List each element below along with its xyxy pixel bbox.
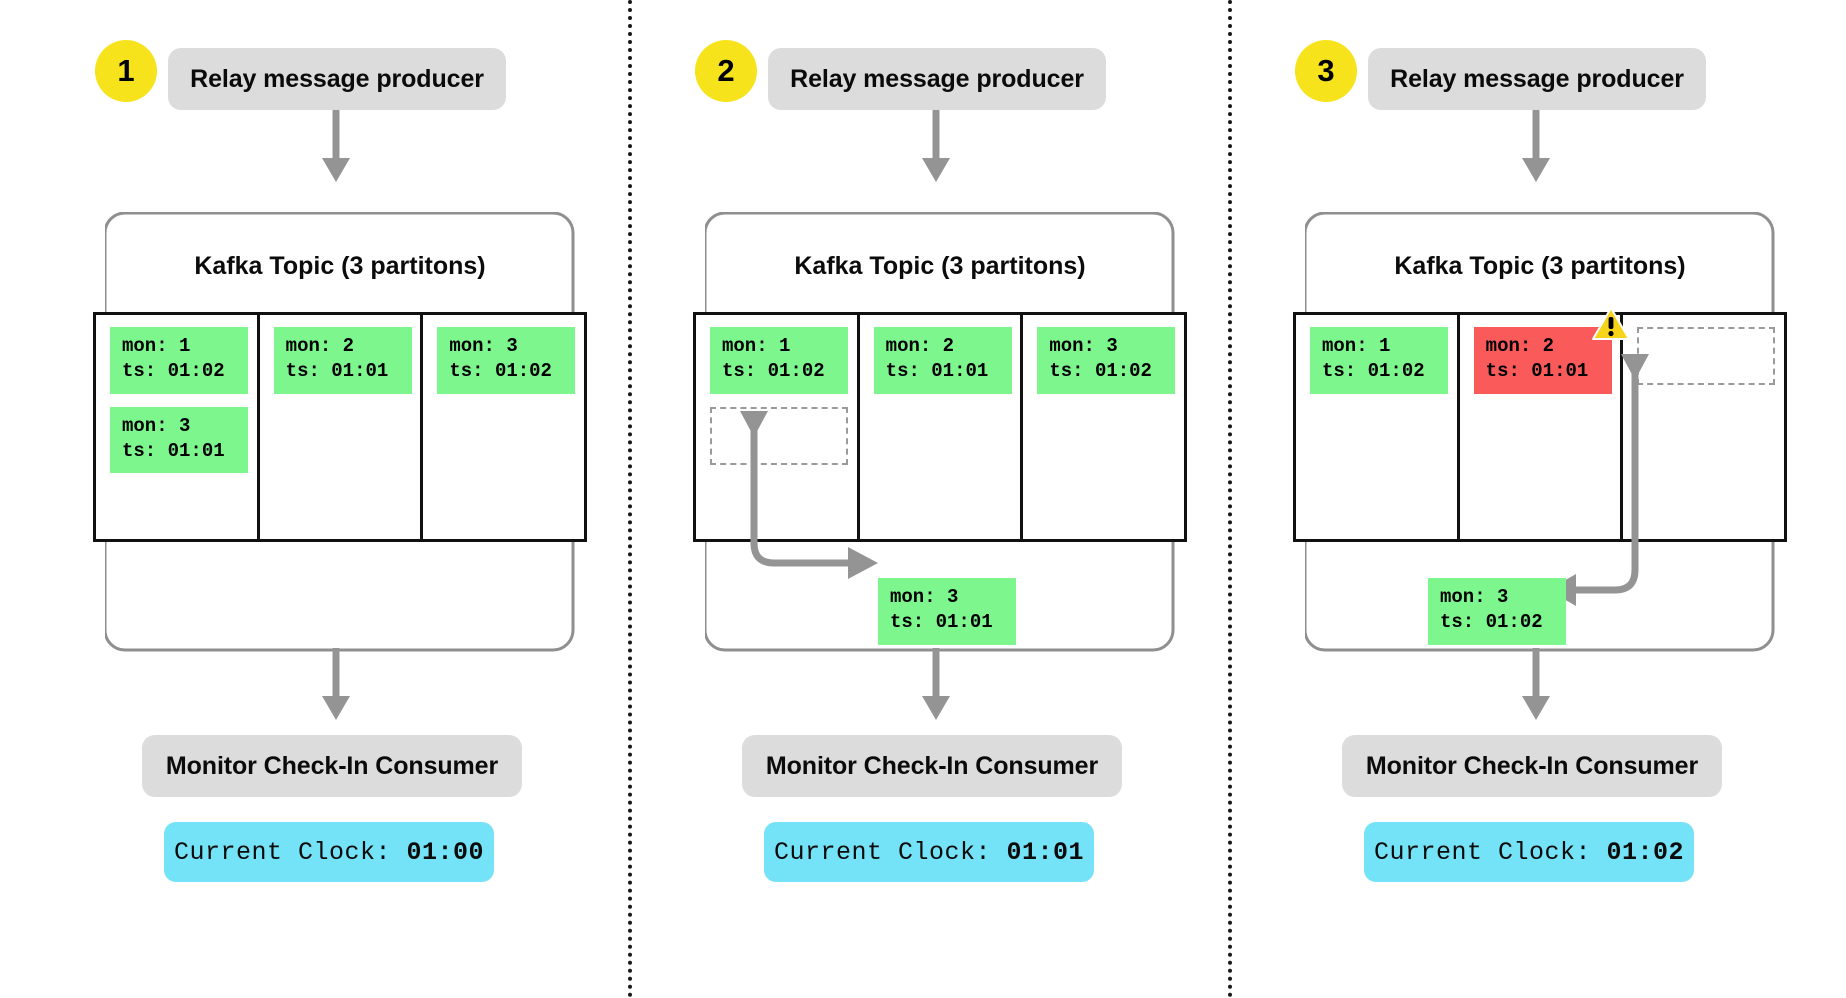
partition-column-0: mon: 1 ts: 01:02 <box>1296 315 1460 539</box>
partition-column-2: mon: 3 ts: 01:02 <box>423 315 584 539</box>
message-monitor-id: mon: 3 <box>122 414 191 437</box>
message-monitor-id: mon: 1 <box>122 335 191 357</box>
current-clock-1: Current Clock: 01:00 <box>164 822 494 882</box>
message-monitor-id: mon: 1 <box>722 335 791 357</box>
emitted-message-mon-3: mon: 3 <box>1440 586 1509 608</box>
arrow-kafka-to-consumer-1 <box>322 648 350 720</box>
message-monitor-id: mon: 2 <box>885 335 955 357</box>
message-timestamp: ts: 01:01 <box>1485 360 1589 383</box>
partition-column-2 <box>1623 315 1784 539</box>
message-placeholder <box>1637 327 1776 385</box>
step-badge-3: 3 <box>1295 40 1357 102</box>
message-timestamp: ts: 01:02 <box>722 360 825 383</box>
emitted-message-mon-2: mon: 3 <box>890 586 959 608</box>
partition-table-2: mon: 1 ts: 01:02 mon: 2 ts: 01:01 mon: 3 ts: … <box>693 312 1187 542</box>
panel-divider-1 <box>628 0 632 998</box>
message-card: mon: 3 ts: 01:02 <box>1037 327 1176 394</box>
message-monitor-id: mon: 1 <box>1322 335 1391 357</box>
partition-column-2: mon: 3 ts: 01:02 <box>1023 315 1184 539</box>
arrow-kafka-to-consumer-2 <box>922 648 950 720</box>
arrow-producer-to-kafka-1 <box>322 110 350 182</box>
clock-label-3: Current Clock: <box>1373 837 1607 867</box>
warning-triangle-icon <box>1591 306 1631 342</box>
clock-label-1: Current Clock: <box>173 837 407 867</box>
message-timestamp: ts: 01:02 <box>1322 360 1425 383</box>
message-monitor-id: mon: 3 <box>449 335 518 357</box>
clock-label-2: Current Clock: <box>773 837 1007 867</box>
partition-table-3: mon: 1 ts: 01:02 mon: 2 ts: 01:01 <box>1293 307 1787 542</box>
emitted-message-ts-3: ts: 01:02 <box>1440 611 1543 634</box>
message-placeholder <box>710 406 848 465</box>
consumer-box-2[interactable]: Monitor Check-In Consumer <box>742 735 1122 797</box>
emitted-message-ts-2: ts: 01:01 <box>890 611 993 634</box>
clock-value-3: 01:02 <box>1606 837 1685 867</box>
clock-value-2: 01:01 <box>1006 837 1085 867</box>
arrow-kafka-to-consumer-3 <box>1522 648 1550 720</box>
panel-step-2: 2 Relay message producer Kafka Topic (3 … <box>600 0 1200 998</box>
message-monitor-id: mon: 3 <box>1049 335 1118 357</box>
arrow-producer-to-kafka-3 <box>1522 110 1550 182</box>
emitted-message-3: mon: 3 ts: 01:02 <box>1428 578 1566 645</box>
partition-column-1: mon: 2 ts: 01:01 <box>860 315 1024 539</box>
message-card: mon: 2 ts: 01:01 <box>1473 307 1630 394</box>
producer-box-3[interactable]: Relay message producer <box>1368 48 1706 110</box>
message-monitor-id: mon: 2 <box>1485 335 1555 357</box>
panel-step-3: 3 Relay message producer Kafka Topic (3 … <box>1200 0 1800 998</box>
message-timestamp: ts: 01:02 <box>1049 360 1152 383</box>
consumer-box-3[interactable]: Monitor Check-In Consumer <box>1342 735 1722 797</box>
arrow-producer-to-kafka-2 <box>922 110 950 182</box>
message-card: mon: 3 ts: 01:02 <box>437 327 576 394</box>
message-timestamp: ts: 01:01 <box>285 360 389 383</box>
message-card: mon: 2 ts: 01:01 <box>873 327 1012 394</box>
panel-divider-2 <box>1228 0 1232 998</box>
panel-step-1: 1 Relay message producer Kafka Topic (3 … <box>0 0 600 998</box>
partition-column-1: mon: 2 ts: 01:01 <box>1460 307 1630 539</box>
message-timestamp: ts: 01:02 <box>122 360 225 383</box>
partition-column-1: mon: 2 ts: 01:01 <box>260 315 424 539</box>
message-card: mon: 2 ts: 01:01 <box>273 327 412 394</box>
emitted-message-2: mon: 3 ts: 01:01 <box>878 578 1016 645</box>
step-badge-1: 1 <box>95 40 157 102</box>
message-monitor-id: mon: 2 <box>285 335 355 357</box>
current-clock-3: Current Clock: 01:02 <box>1364 822 1694 882</box>
consumer-box-1[interactable]: Monitor Check-In Consumer <box>142 735 522 797</box>
message-card: mon: 1 ts: 01:02 <box>110 327 248 394</box>
message-timestamp: ts: 01:02 <box>449 360 552 383</box>
message-card: mon: 1 ts: 01:02 <box>1310 327 1448 394</box>
message-timestamp: ts: 01:01 <box>885 360 989 383</box>
producer-box-2[interactable]: Relay message producer <box>768 48 1106 110</box>
current-clock-2: Current Clock: 01:01 <box>764 822 1094 882</box>
clock-value-1: 01:00 <box>406 837 485 867</box>
message-card: mon: 1 ts: 01:02 <box>710 327 848 394</box>
step-badge-2: 2 <box>695 40 757 102</box>
producer-box-1[interactable]: Relay message producer <box>168 48 506 110</box>
partition-column-0: mon: 1 ts: 01:02 <box>696 315 860 539</box>
message-timestamp: ts: 01:01 <box>122 439 225 462</box>
